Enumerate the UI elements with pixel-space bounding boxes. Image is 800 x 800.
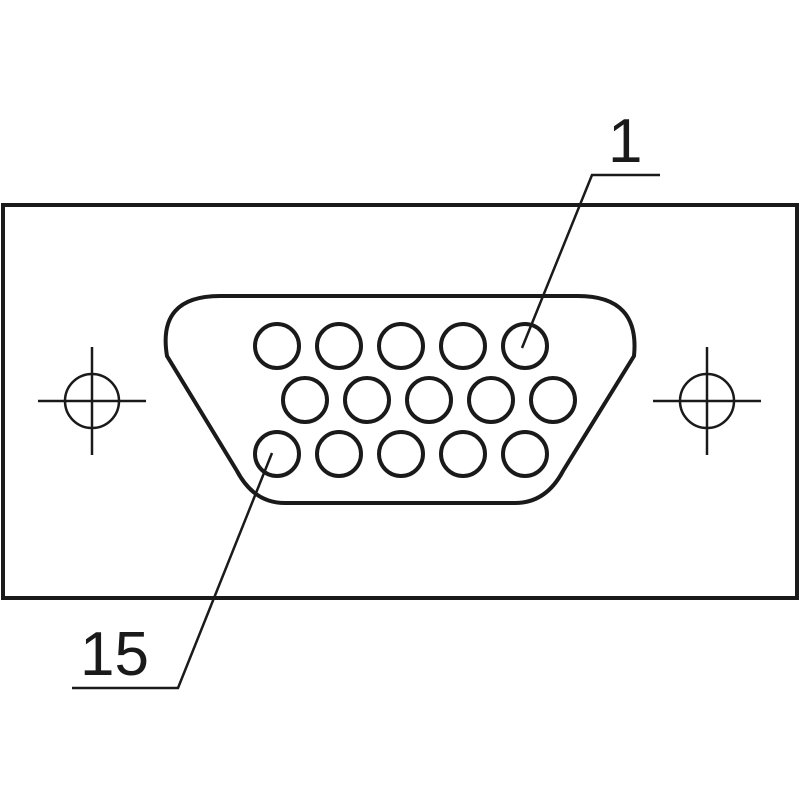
pin-9 bbox=[343, 376, 391, 424]
pin-5 bbox=[253, 322, 301, 370]
pin-2 bbox=[439, 322, 487, 370]
right-mounting-hole-icon bbox=[653, 347, 761, 455]
pin-12 bbox=[439, 430, 487, 478]
pin-1 bbox=[501, 322, 549, 370]
pin-14 bbox=[315, 430, 363, 478]
callout-pin-15-label: 15 bbox=[80, 620, 149, 689]
pin-11 bbox=[501, 430, 549, 478]
callout-pin-1-label: 1 bbox=[608, 107, 642, 176]
d-sub-shell bbox=[163, 294, 637, 505]
pin-7 bbox=[467, 376, 515, 424]
pin-group bbox=[253, 322, 577, 478]
pin-15 bbox=[253, 430, 301, 478]
pin-3 bbox=[377, 322, 425, 370]
pin-10 bbox=[281, 376, 329, 424]
pin-8 bbox=[405, 376, 453, 424]
pin-6 bbox=[529, 376, 577, 424]
mounting-plate bbox=[1, 203, 799, 600]
pin-4 bbox=[315, 322, 363, 370]
callout-pin-15: 15 bbox=[72, 452, 274, 690]
left-mounting-hole-icon bbox=[38, 347, 146, 455]
callout-pin-1: 1 bbox=[520, 107, 660, 349]
pin-13 bbox=[377, 430, 425, 478]
